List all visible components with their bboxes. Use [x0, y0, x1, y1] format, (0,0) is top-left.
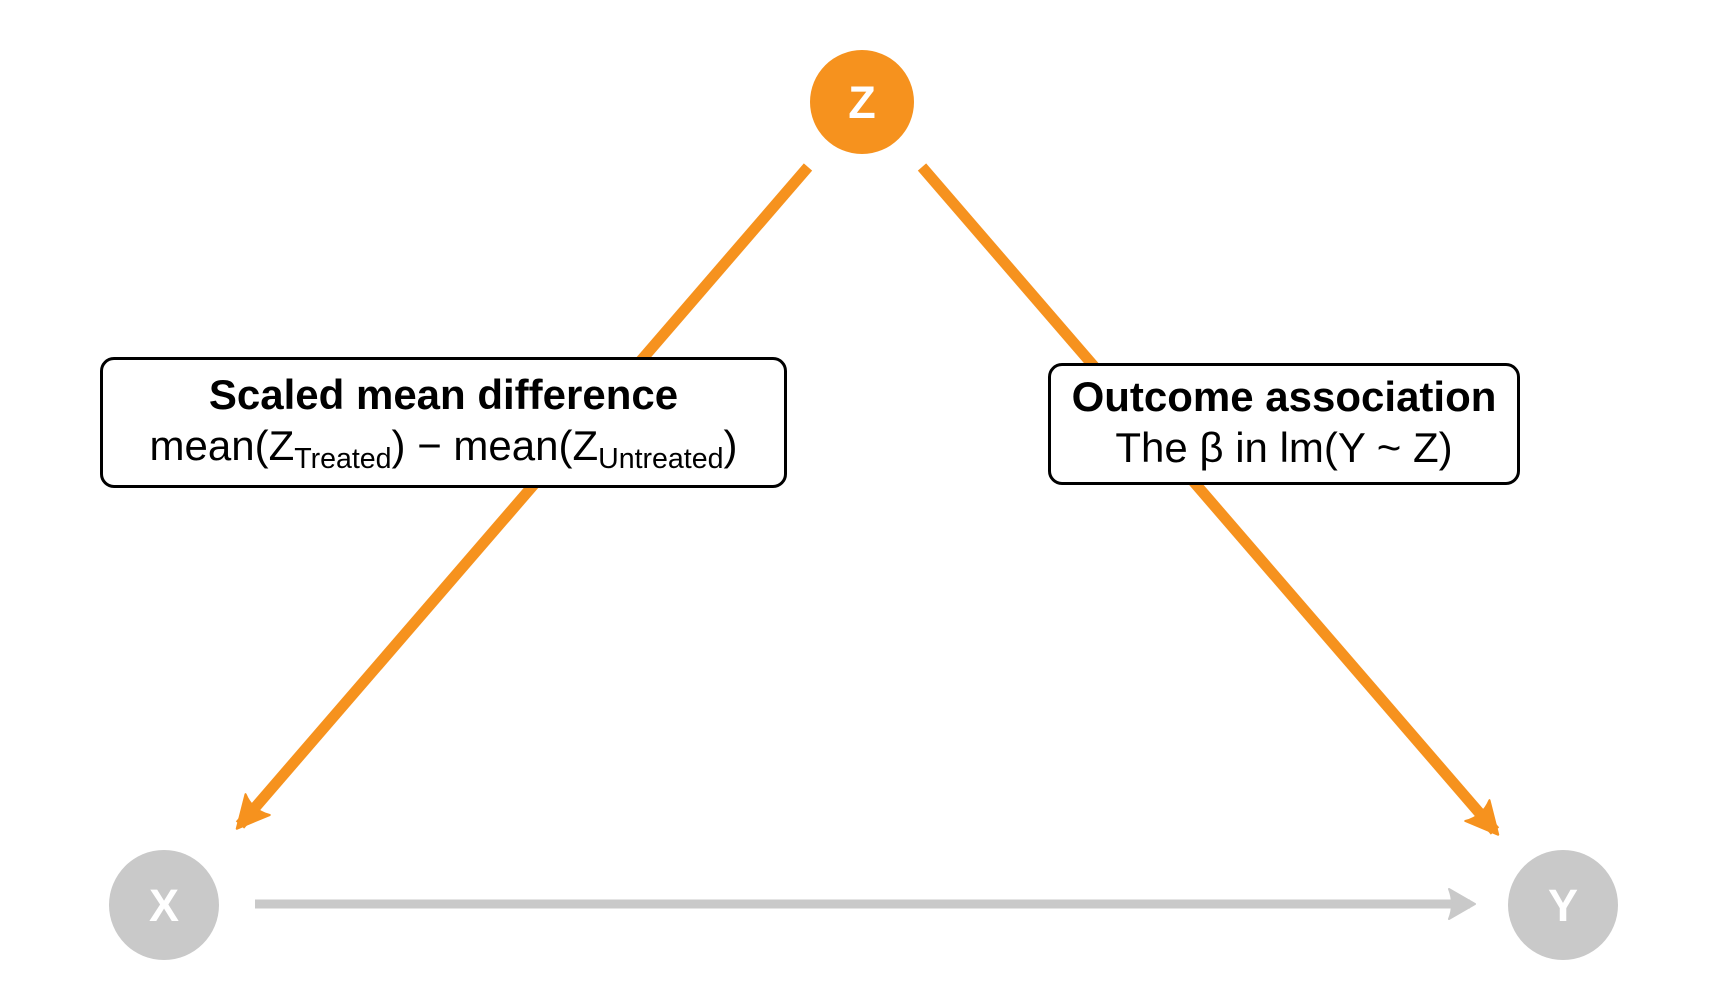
- outcome-association-title: Outcome association: [1071, 372, 1497, 420]
- formula-subscript-treated: Treated: [294, 443, 392, 476]
- formula-subscript-untreated: Untreated: [598, 443, 724, 476]
- node-y-label: Y: [1547, 879, 1578, 931]
- node-z-confounder: Z: [810, 50, 914, 154]
- scaled-mean-difference-title: Scaled mean difference: [208, 371, 679, 419]
- node-z-label: Z: [848, 76, 876, 128]
- formula-part: ): [723, 422, 738, 470]
- edge-z-to-x-arrow: [235, 163, 813, 830]
- formula-part: ) − mean(Z: [391, 422, 599, 470]
- scaled-mean-difference-formula: mean(ZTreated) − mean(ZUntreated): [150, 419, 738, 474]
- node-y-outcome: Y: [1508, 850, 1618, 960]
- node-x-label: X: [148, 879, 179, 931]
- outcome-association-formula: The β in lm(Y ~ Z): [1115, 423, 1453, 471]
- outcome-association-box: Outcome association The β in lm(Y ~ Z): [1048, 363, 1520, 485]
- formula-part: mean(Z: [149, 422, 295, 470]
- node-x-treatment: X: [109, 850, 219, 960]
- scaled-mean-difference-box: Scaled mean difference mean(ZTreated) − …: [100, 357, 787, 488]
- edge-z-to-y-arrow: [917, 163, 1500, 836]
